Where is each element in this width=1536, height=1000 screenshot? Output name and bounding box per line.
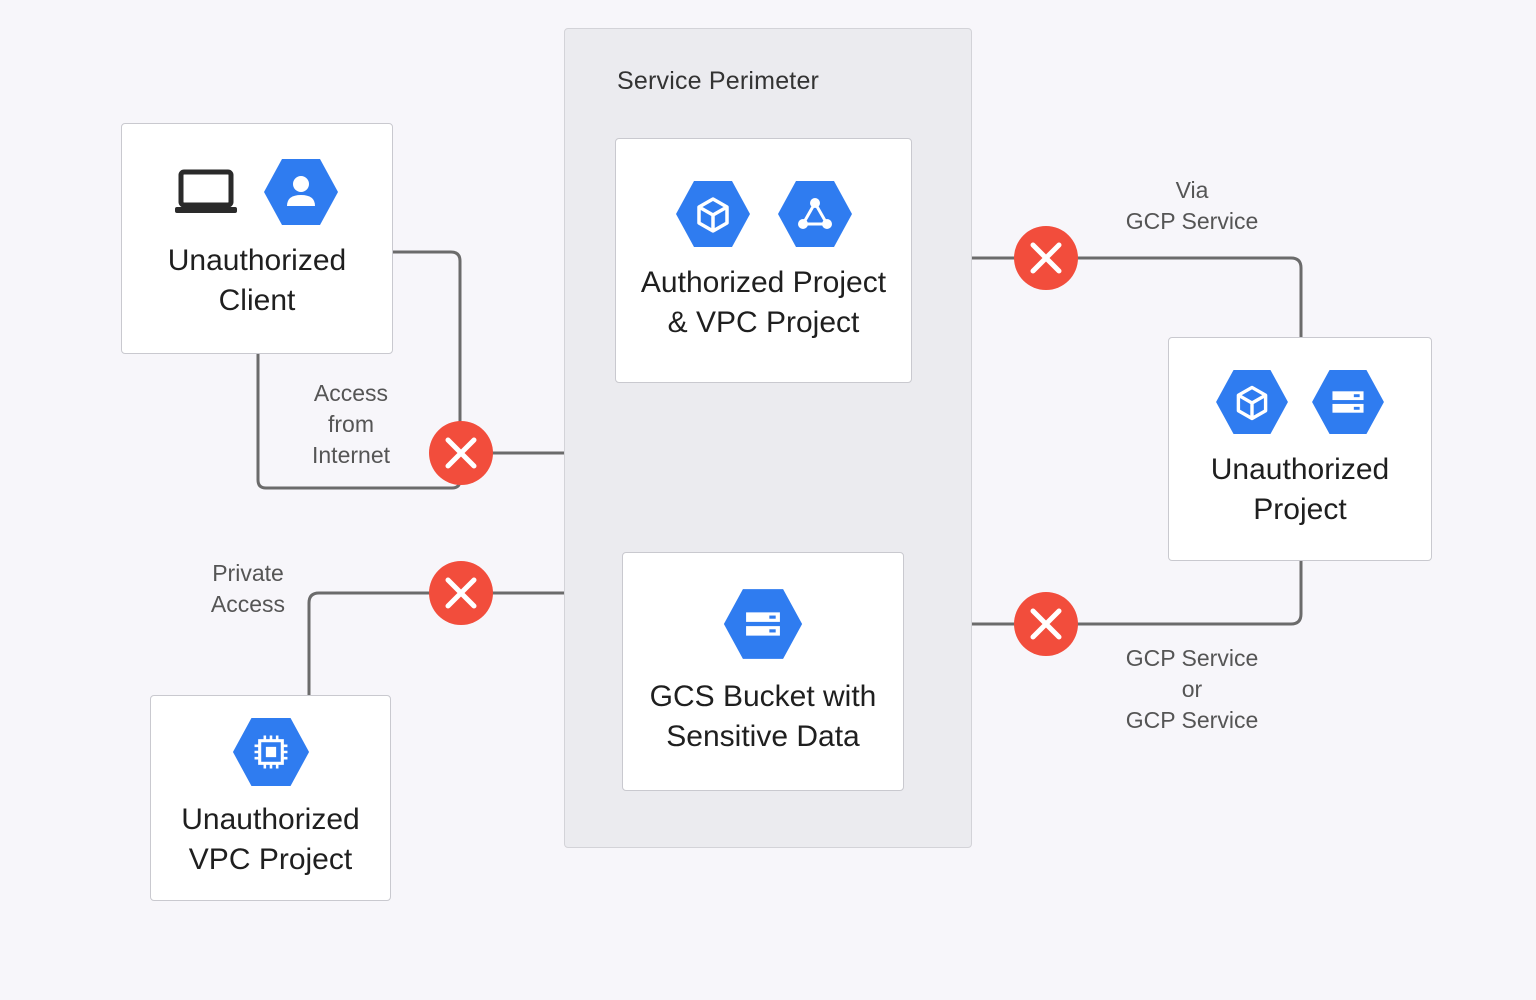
blocked-x-icon — [429, 421, 493, 485]
network-topology-icon — [777, 180, 852, 247]
perimeter-label: Service Perimeter — [617, 67, 820, 95]
blocked-x-icon — [429, 561, 493, 625]
compute-engine-icon — [1216, 369, 1288, 435]
cloud-storage-icon — [1312, 369, 1384, 435]
node-title: Unauthorized VPC Project — [181, 803, 360, 876]
unauthorized-vpc-node[interactable]: Unauthorized VPC Project — [150, 695, 391, 901]
user-icon — [264, 158, 338, 225]
blocked-x-icon — [1014, 226, 1078, 290]
edge-label-access-from-internet: Access from Internet — [312, 380, 390, 468]
compute-engine-icon — [675, 180, 750, 247]
unauthorized-client-node[interactable]: Unauthorized Client — [121, 123, 393, 354]
edge-label-private-access: Private Access — [210, 560, 286, 617]
blocked-x-icon — [1014, 592, 1078, 656]
node-title: GCS Bucket with Sensitive Data — [649, 679, 877, 753]
cloud-storage-icon — [723, 588, 803, 659]
node-title: Authorized Project & VPC Project — [640, 265, 887, 339]
node-title: Unauthorized Client — [167, 243, 347, 317]
unauthorized-project-node[interactable]: Unauthorized Project — [1168, 337, 1432, 561]
chip-icon — [232, 718, 309, 786]
gcs-bucket-node[interactable]: GCS Bucket with Sensitive Data — [622, 552, 904, 791]
node-title: Unauthorized Project — [1210, 453, 1390, 526]
laptop-icon — [175, 169, 237, 213]
authorized-project-node[interactable]: Authorized Project & VPC Project — [615, 138, 912, 383]
edge-label-via-gcp-service: Via GCP Service — [1125, 177, 1259, 234]
edge-label-gcp-service-or: GCP Service or GCP Service — [1125, 645, 1259, 733]
